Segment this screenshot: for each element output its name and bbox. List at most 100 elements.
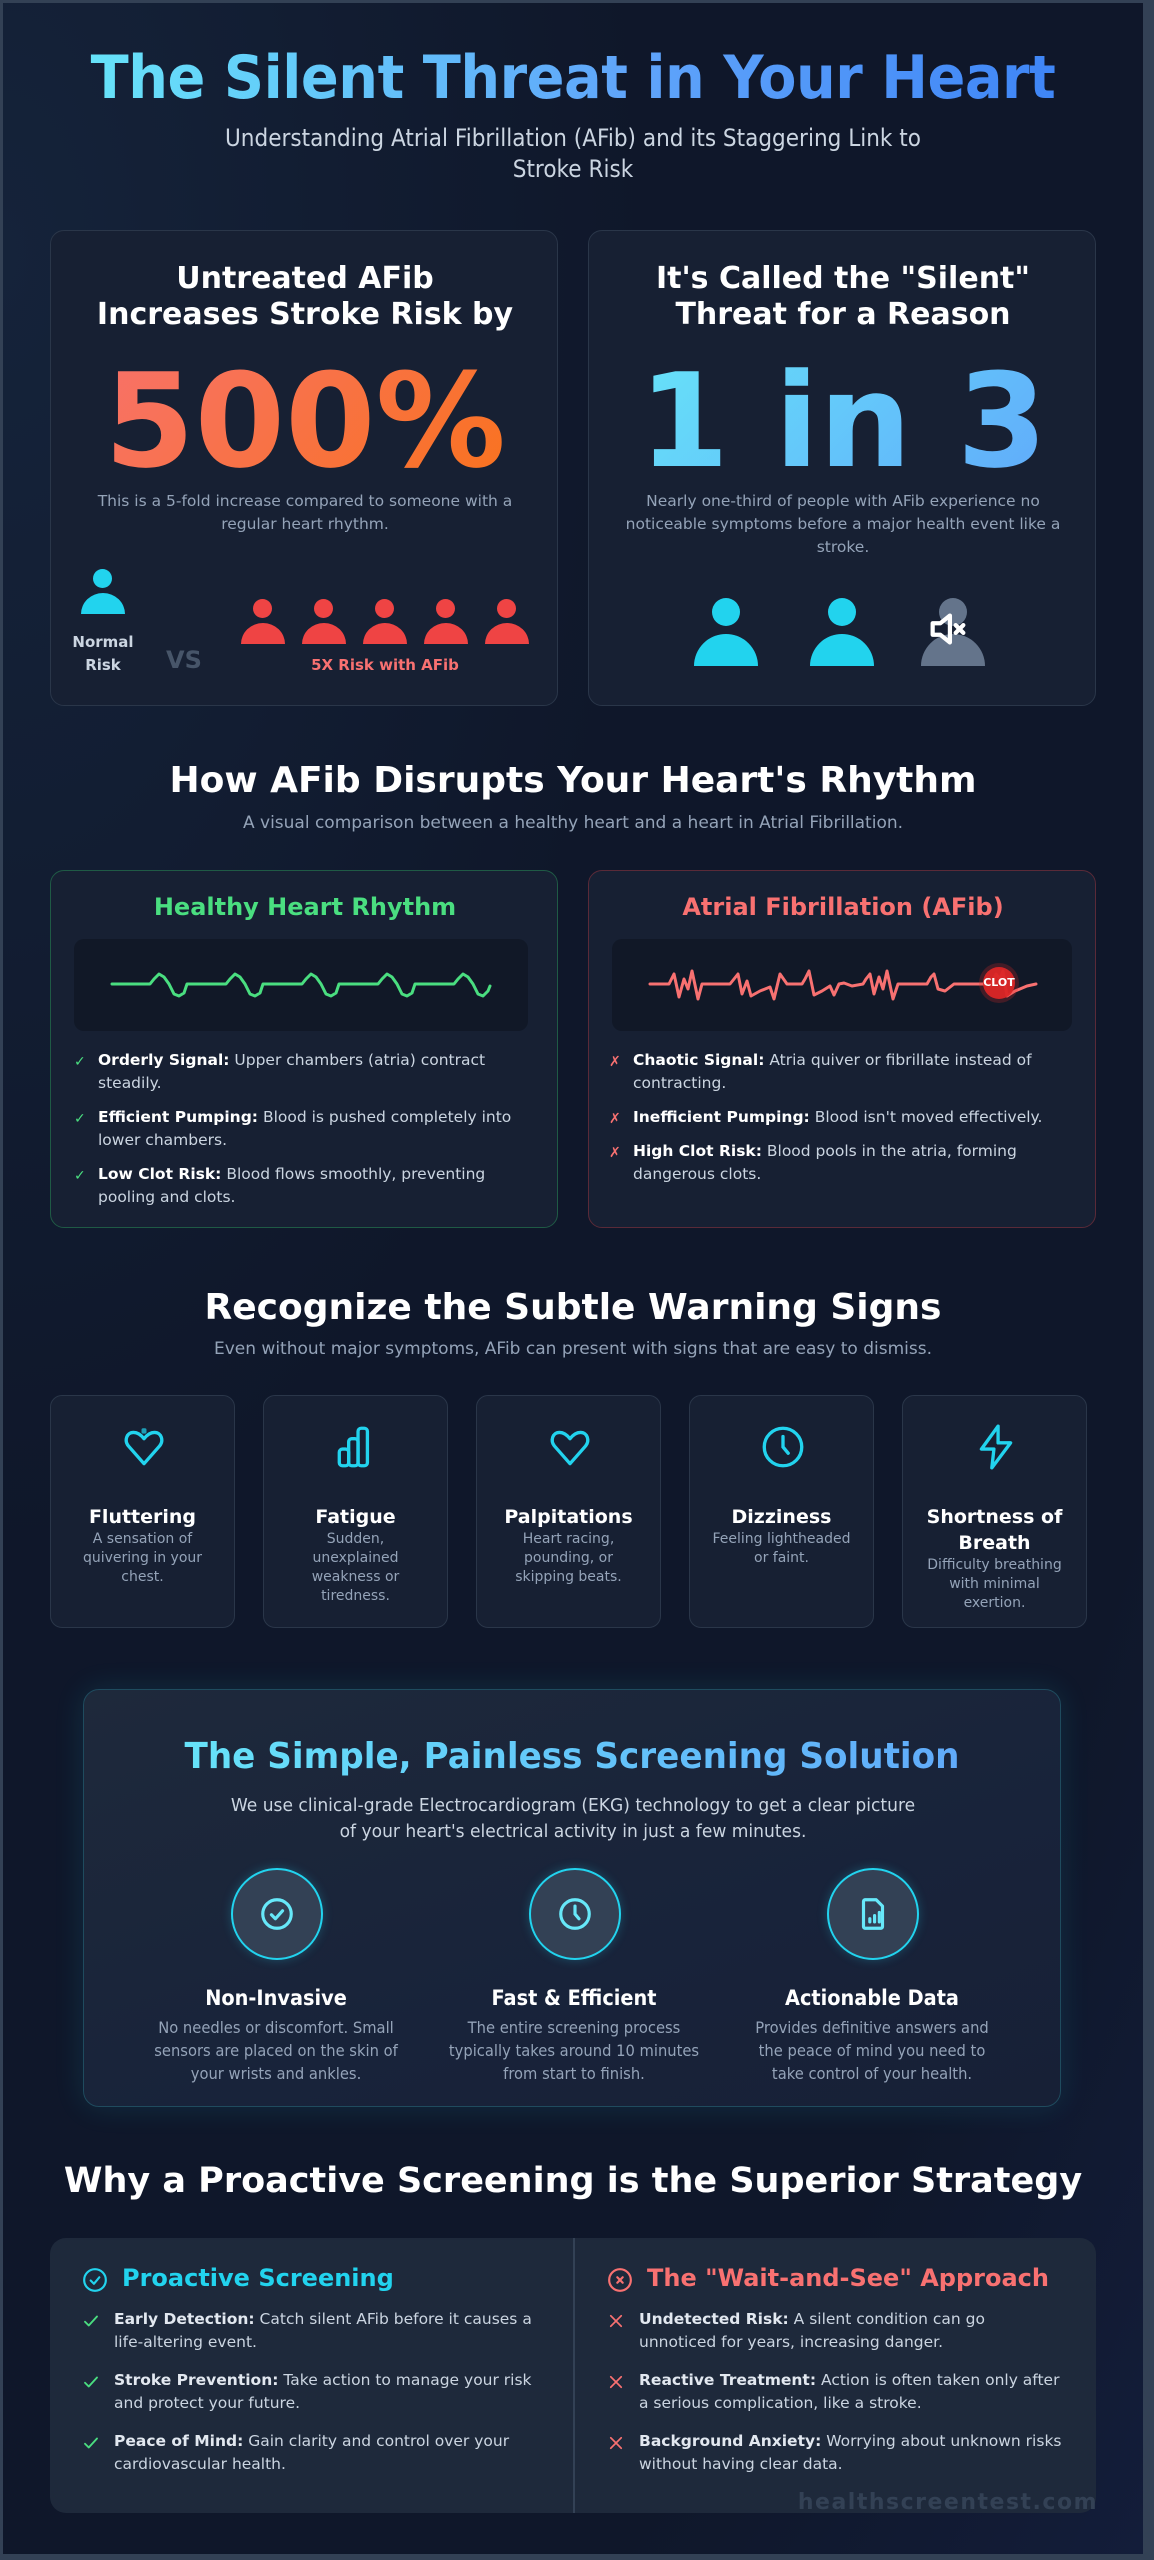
check-icon [84, 2315, 98, 2327]
lightning-icon [979, 1424, 1013, 1470]
proactive-item: Early Detection: Catch silent AFib befor… [82, 2308, 542, 2354]
x-icon [609, 2436, 623, 2450]
sign-description: Difficulty breathing with minimal exerti… [927, 1557, 1062, 1611]
healthy-ekg-wave-icon [110, 972, 492, 998]
wait-and-see-item: Reactive Treatment: Action is often take… [607, 2369, 1062, 2415]
bar-chart-icon [337, 1426, 370, 1468]
signs-section-subtitle: Even without major symptoms, AFib can pr… [213, 1339, 932, 1359]
clock-icon [762, 1426, 804, 1468]
column-divider [573, 2238, 575, 2513]
wait-and-see-list: Undetected Risk: A silent condition can … [607, 2308, 1062, 2491]
proactive-list: Early Detection: Catch silent AFib befor… [82, 2308, 542, 2491]
healthy-feature-item: ✓Orderly Signal: Upper chambers (atria) … [74, 1051, 486, 1092]
stroke-risk-description: This is a 5-fold increase compared to so… [97, 492, 513, 533]
screening-title: The Simple, Painless Screening Solution [108, 1736, 1035, 1777]
check-icon: ✓ [74, 1111, 86, 1127]
comparison-table: Proactive Screening Early Detection: Cat… [50, 2238, 1096, 2513]
document-chart-icon [861, 1898, 885, 1930]
sign-description: Feeling lightheaded or faint. [712, 1531, 851, 1566]
afib-feature-list: ✗Chaotic Signal: Atria quiver or fibrill… [609, 1049, 1079, 1197]
afib-ekg-chart: CLOT [612, 939, 1072, 1031]
benefit-icon-circle [231, 1868, 323, 1960]
afib-person-icon [241, 599, 285, 645]
benefit-title: Fast & Efficient [491, 1986, 657, 2010]
person-muted-icon [921, 598, 985, 668]
rhythm-section-subtitle: A visual comparison between a healthy he… [242, 813, 904, 833]
signs-section-title: Recognize the Subtle Warning Signs [204, 1287, 942, 1328]
afib-rhythm-card: Atrial Fibrillation (AFib) CLOT ✗Chaotic… [588, 870, 1096, 1228]
sign-title: Shortness of Breath [926, 1506, 1063, 1554]
healthy-feature-item: ✓Efficient Pumping: Blood is pushed comp… [74, 1108, 512, 1149]
afib-ekg-wave-icon [648, 963, 1038, 1003]
check-icon [84, 2437, 98, 2449]
sign-card-shortness-of-breath: Shortness of Breath Difficulty breathing… [902, 1395, 1087, 1628]
page-title: The Silent Threat in Your Heart [43, 43, 1103, 113]
vs-label: VS [166, 646, 202, 674]
afib-person-icon [363, 599, 407, 645]
clot-label: CLOT [983, 976, 1015, 989]
afib-rhythm-title: Atrial Fibrillation (AFib) [682, 893, 1004, 921]
healthy-feature-list: ✓Orderly Signal: Upper chambers (atria) … [74, 1049, 534, 1220]
x-icon [609, 2375, 623, 2389]
cross-icon: ✗ [609, 1111, 621, 1127]
person-icon [694, 598, 758, 668]
x-icon [609, 2314, 623, 2328]
sign-title: Palpitations [504, 1506, 633, 1528]
wait-and-see-title: The "Wait-and-See" Approach [647, 2264, 1049, 2292]
healthy-rhythm-title: Healthy Heart Rhythm [153, 893, 457, 921]
cross-icon: ✗ [609, 1054, 621, 1070]
wait-and-see-item: Background Anxiety: Worrying about unkno… [607, 2430, 1062, 2476]
page-subtitle: Understanding Atrial Fibrillation (AFib)… [224, 124, 922, 183]
sign-card-fatigue: Fatigue Sudden, unexplained weakness or … [263, 1395, 448, 1628]
stroke-risk-title: Untreated AFib Increases Stroke Risk by [96, 261, 514, 332]
cross-icon: ✗ [609, 1145, 621, 1161]
stroke-risk-value: 500% [51, 351, 559, 491]
afib-feature-item: ✗Chaotic Signal: Atria quiver or fibrill… [609, 1051, 1032, 1092]
sign-card-palpitations: Palpitations Heart racing, pounding, or … [476, 1395, 661, 1628]
afib-feature-item: ✗High Clot Risk: Blood pools in the atri… [609, 1142, 1017, 1183]
wait-and-see-item: Undetected Risk: A silent condition can … [607, 2308, 1062, 2354]
screening-description: We use clinical-grade Electrocardiogram … [230, 1795, 916, 1842]
sign-card-fluttering: Fluttering A sensation of quivering in y… [50, 1395, 235, 1628]
watermark: healthscreentest.com [797, 2490, 1098, 2515]
benefit-title: Non-Invasive [205, 1986, 347, 2010]
clock-icon [559, 1898, 591, 1930]
proactive-item: Stroke Prevention: Take action to manage… [82, 2369, 542, 2415]
afib-risk-label: 5X Risk with AFib [311, 656, 459, 674]
proactive-item: Peace of Mind: Gain clarity and control … [82, 2430, 542, 2476]
sign-title: Fatigue [315, 1506, 396, 1528]
heart-flutter-icon [124, 1428, 164, 1466]
silent-threat-value: 1 in 3 [589, 351, 1097, 491]
healthy-rhythm-card: Healthy Heart Rhythm ✓Orderly Signal: Up… [50, 870, 558, 1228]
healthy-feature-item: ✓Low Clot Risk: Blood flows smoothly, pr… [74, 1165, 486, 1206]
silent-threat-description: Nearly one-third of people with AFib exp… [625, 492, 1061, 556]
afib-person-icon [485, 599, 529, 645]
normal-risk-person-icon [81, 569, 125, 617]
mute-icon [930, 613, 966, 645]
sign-card-dizziness: Dizziness Feeling lightheaded or faint. [689, 1395, 874, 1628]
sign-description: Heart racing, pounding, or skipping beat… [515, 1531, 622, 1585]
screening-solution-card: The Simple, Painless Screening Solution … [83, 1689, 1061, 2107]
x-circle-icon [608, 2268, 632, 2292]
silent-threat-title: It's Called the "Silent" Threat for a Re… [655, 261, 1031, 332]
normal-risk-label: Normal Risk [72, 633, 134, 674]
infographic-page: The Silent Threat in Your Heart Understa… [3, 3, 1143, 2554]
sign-title: Dizziness [731, 1506, 832, 1528]
rhythm-section-title: How AFib Disrupts Your Heart's Rhythm [169, 760, 977, 801]
check-circle-icon [261, 1898, 293, 1930]
silent-threat-card: It's Called the "Silent" Threat for a Re… [588, 230, 1096, 706]
sign-description: A sensation of quivering in your chest. [82, 1531, 203, 1585]
benefit-icon-circle [529, 1868, 621, 1960]
benefit-icon-circle [827, 1868, 919, 1960]
sign-description: Sudden, unexplained weakness or tirednes… [311, 1531, 400, 1604]
check-icon: ✓ [74, 1054, 86, 1070]
afib-person-icon [424, 599, 468, 645]
stroke-risk-card: Untreated AFib Increases Stroke Risk by … [50, 230, 558, 706]
benefit-title: Actionable Data [785, 1986, 959, 2010]
check-icon: ✓ [74, 1168, 86, 1184]
benefit-description: The entire screening process typically t… [448, 2018, 700, 2083]
healthy-ekg-chart [74, 939, 528, 1031]
comparison-title: Why a Proactive Screening is the Superio… [63, 2161, 1083, 2201]
heart-icon [550, 1430, 590, 1466]
sign-title: Fluttering [88, 1506, 197, 1528]
